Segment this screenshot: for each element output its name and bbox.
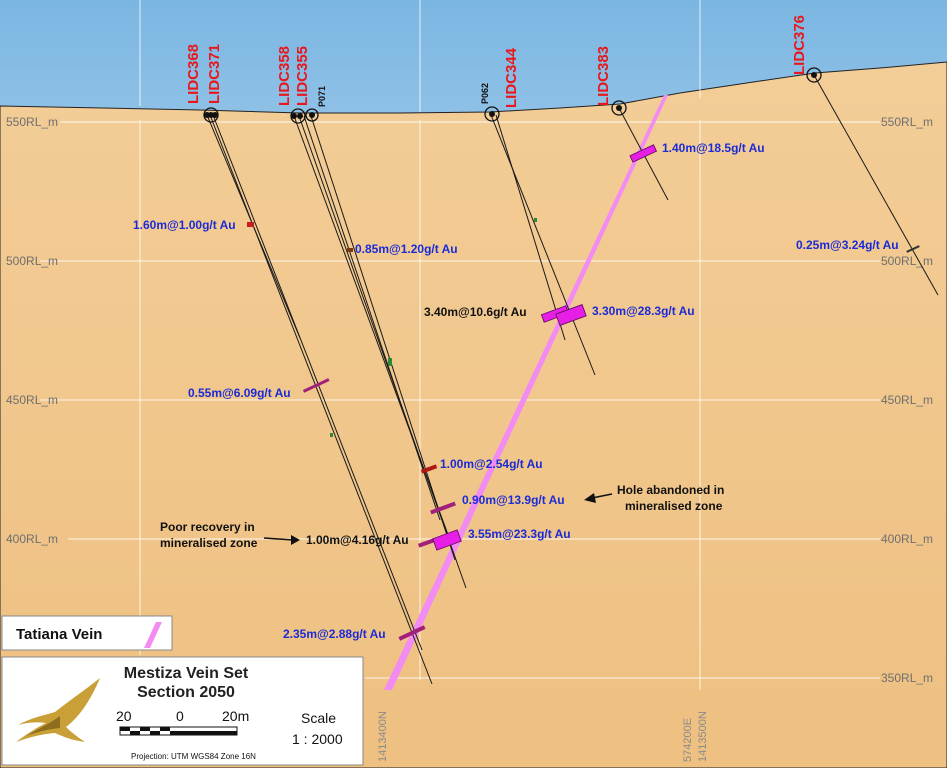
rl-label-500-left: 500RL_m: [6, 254, 58, 268]
legend-label: Tatiana Vein: [16, 626, 102, 643]
rl-label-400-right: 400RL_m: [881, 532, 933, 546]
scalebar-label-right: 20m: [222, 708, 249, 724]
intercept-label-i1: 1.60m@1.00g/t Au: [133, 218, 236, 232]
title-block: Mestiza Vein Set Section 2050 20 0 20m S…: [1, 656, 364, 766]
collar-p071: [305, 108, 319, 122]
note-abandoned-line2: mineralised zone: [625, 499, 723, 513]
intercept-marker-i9: [430, 501, 456, 515]
rl-label-550-right: 550RL_m: [881, 115, 933, 129]
scale-value: 1 : 2000: [292, 731, 343, 747]
rl-label-450-right: 450RL_m: [881, 393, 933, 407]
intercept-marker-i3: [629, 144, 658, 163]
collar-markers: [203, 67, 822, 124]
section-title-line1: Mestiza Vein Set: [124, 665, 249, 682]
northing-gridlines: [139, 0, 701, 690]
intercept-label-i6: 3.30m@28.3g/t Au: [592, 304, 695, 318]
intercept-label-i11: 3.55m@23.3g/t Au: [468, 527, 571, 541]
hole-label-lidc371: LIDC371: [206, 44, 223, 104]
arrow-poor-recovery: [263, 535, 300, 545]
grid-label-1413500n: 1413500N: [697, 711, 709, 762]
legend-vein-swatch: [144, 622, 162, 648]
section-title-line2: Section 2050: [137, 684, 235, 701]
intercept-label-i7: 0.55m@6.09g/t Au: [188, 386, 291, 400]
intercept-label-i2: 0.85m@1.20g/t Au: [355, 242, 458, 256]
collar-lidc344: [484, 106, 500, 122]
intercept-markers: [247, 144, 920, 641]
intercept-marker-i1: [247, 222, 254, 227]
rl-label-450-left: 450RL_m: [6, 393, 58, 407]
intercept-label-i12: 2.35m@2.88g/t Au: [283, 627, 386, 641]
legend: Tatiana Vein: [1, 615, 173, 651]
intercept-label-i5: 3.40m@10.6g/t Au: [424, 305, 527, 319]
rl-label-550-left: 550RL_m: [6, 115, 58, 129]
intercept-label-i9: 0.90m@13.9g/t Au: [462, 493, 565, 507]
grid-label-1413400n: 1413400N: [377, 711, 389, 762]
intercept-label-i8: 1.00m@2.54g/t Au: [440, 457, 543, 471]
scalebar-label-left: 20: [116, 708, 132, 724]
collar-lidc376: [806, 67, 822, 83]
note-abandoned-line1: Hole abandoned in: [617, 483, 724, 497]
intercept-marker-i5: [540, 305, 570, 323]
intercept-label-i10: 1.00m@4.16g/t Au: [306, 533, 409, 547]
scalebar-label-mid: 0: [176, 708, 184, 724]
intercept-marker-i8: [420, 464, 438, 474]
rl-label-350-right: 350RL_m: [881, 671, 933, 685]
hole-label-lidc355: LIDC355: [294, 46, 311, 106]
intercept-marker-i4: [906, 245, 920, 253]
intercept-label-i4: 0.25m@3.24g/t Au: [796, 238, 899, 252]
intercept-marker-i12: [398, 625, 426, 641]
scale-label: Scale: [301, 710, 336, 726]
hole-label-lidc358: LIDC358: [276, 46, 293, 106]
ground: [0, 61, 947, 768]
projection-note: Projection: UTM WGS84 Zone 16N: [131, 752, 256, 761]
hole-label-p071: P071: [317, 86, 327, 107]
note-poor-recovery-line2: mineralised zone: [160, 536, 258, 550]
intercept-marker-i11: [432, 529, 462, 551]
collar-lidc383: [611, 100, 627, 116]
rl-label-400-left: 400RL_m: [6, 532, 58, 546]
hole-label-lidc344: LIDC344: [503, 47, 520, 108]
intercept-marker-i2: [347, 248, 353, 252]
note-poor-recovery-line1: Poor recovery in: [160, 520, 255, 534]
rl-gridlines: [40, 121, 880, 679]
grid-label-574200e: 574200E: [682, 718, 694, 762]
drill-holes: [206, 74, 939, 685]
scalebar: [119, 726, 238, 736]
intercept-label-i3: 1.40m@18.5g/t Au: [662, 141, 765, 155]
hole-label-lidc376: LIDC376: [791, 15, 808, 75]
intercept-marker-i7: [302, 378, 330, 393]
hole-label-p062: P062: [480, 83, 490, 104]
intercept-marker-i6: [555, 304, 587, 326]
eagle-logo: [16, 678, 100, 742]
hole-label-lidc368: LIDC368: [185, 44, 202, 104]
rl-label-500-right: 500RL_m: [881, 254, 933, 268]
hole-label-lidc383: LIDC383: [595, 46, 612, 106]
arrow-abandoned: [584, 493, 613, 503]
